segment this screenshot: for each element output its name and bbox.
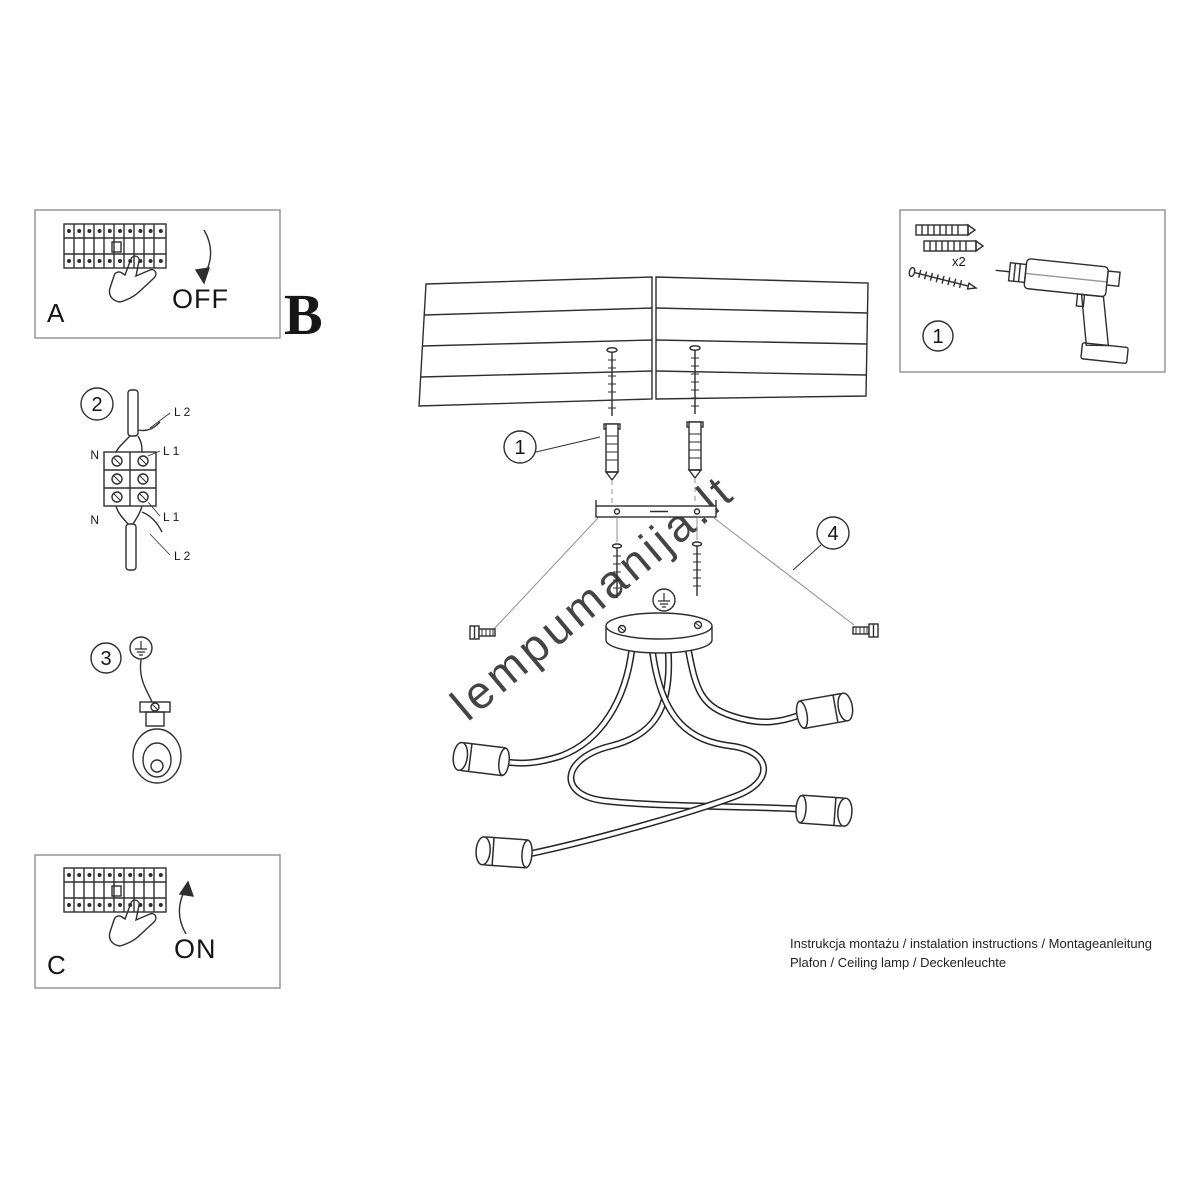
mounting-screw-right [689,345,701,414]
clamp-illustration [132,701,182,784]
canopy-ground-symbol-icon [652,588,676,612]
lamp-arms [502,644,804,858]
screw-icon [908,266,978,290]
footer: Instrukcja montażu / instalation instruc… [790,936,1152,970]
wall-anchor-left [603,423,621,482]
wire-label-n-bottom: N [90,513,99,527]
box-a-label: A [47,298,65,328]
plug-count-label: x2 [952,254,966,269]
hardware-box: x2 1 [899,209,1166,373]
arrow-up-icon [178,880,195,935]
alignment-guides [493,478,855,630]
step-1-badge: 1 [922,320,954,352]
breaker-panel-on-illustration [63,867,167,913]
step-2-number: 2 [91,394,102,416]
ceiling-panels [418,276,869,407]
off-label: OFF [172,284,229,314]
cable-top [127,389,139,437]
side-bolt-left [469,625,496,640]
step-2-badge: 2 [80,387,114,421]
breaker-panel-off-illustration [63,223,167,269]
step-1-center-number: 1 [514,437,525,459]
arrow-down-icon [194,229,212,285]
canopy [605,612,713,654]
wire-label-l1-top: L 1 [163,444,180,458]
wall-plug-icon [915,223,985,253]
wire-label-l1-bottom: L 1 [163,510,180,524]
on-label: ON [174,934,217,964]
socket-left [452,741,510,777]
artwork: A OFF B x2 [34,209,1166,989]
step-4-number: 4 [827,523,838,545]
step-1-callout: 1 [503,430,601,464]
step-4-callout: 4 [792,516,850,571]
terminal-block [103,451,157,507]
footer-line1: Instrukcja montażu / instalation instruc… [790,936,1152,951]
wire-label-l2-top: L 2 [174,405,191,419]
lamp-sockets [452,692,854,869]
step-3-badge: 3 [90,642,122,674]
step-1-number: 1 [932,326,943,348]
ground-symbol-icon [129,636,153,660]
side-bolt-right [852,623,879,638]
socket-upper-right [795,692,854,730]
canopy-screw-left [611,543,623,598]
ground-clamp-diagram: 3 [90,636,182,784]
socket-lower-left [475,836,533,869]
drill-icon [995,258,1129,364]
mounting-bracket [595,500,717,518]
wall-anchor-right [686,421,704,480]
hand-icon [108,255,157,303]
wiring-diagram: 2 L 2 N L 1 L 1 N [80,387,191,571]
box-c: C ON [34,854,281,989]
hand-icon [108,899,157,947]
mounting-screw-left [606,347,618,416]
section-b-label: B [284,282,323,347]
box-c-label: C [47,950,66,980]
canopy-screw-right [691,541,703,596]
socket-lower-right [795,794,853,827]
wire-label-l2-bottom: L 2 [174,549,191,563]
cable-bottom [125,523,137,571]
wire-label-n-top: N [90,448,99,462]
footer-line2: Plafon / Ceiling lamp / Deckenleuchte [790,955,1006,970]
box-a: A OFF [34,209,281,339]
step-3-number: 3 [100,648,111,670]
